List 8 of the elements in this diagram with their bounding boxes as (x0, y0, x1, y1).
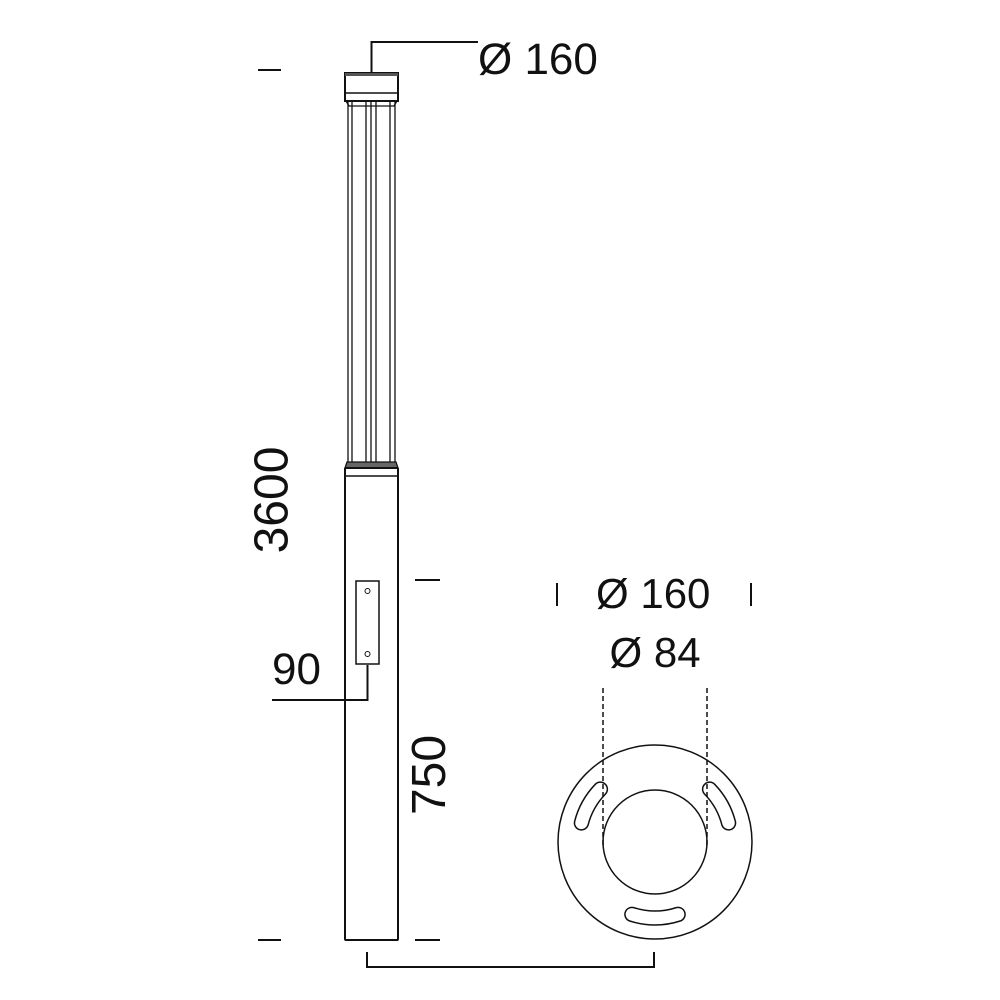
dimension-label: 90 (272, 648, 321, 700)
leader-line (370, 41, 478, 72)
dimension-label: 3600 (248, 446, 296, 554)
dimension-label: Ø 160 (478, 38, 598, 82)
leader-line (272, 665, 368, 701)
dimension-label: Ø 160 (596, 573, 710, 615)
dimension-label: 750 (406, 734, 454, 816)
dimension-label: Ø 84 (610, 632, 701, 674)
